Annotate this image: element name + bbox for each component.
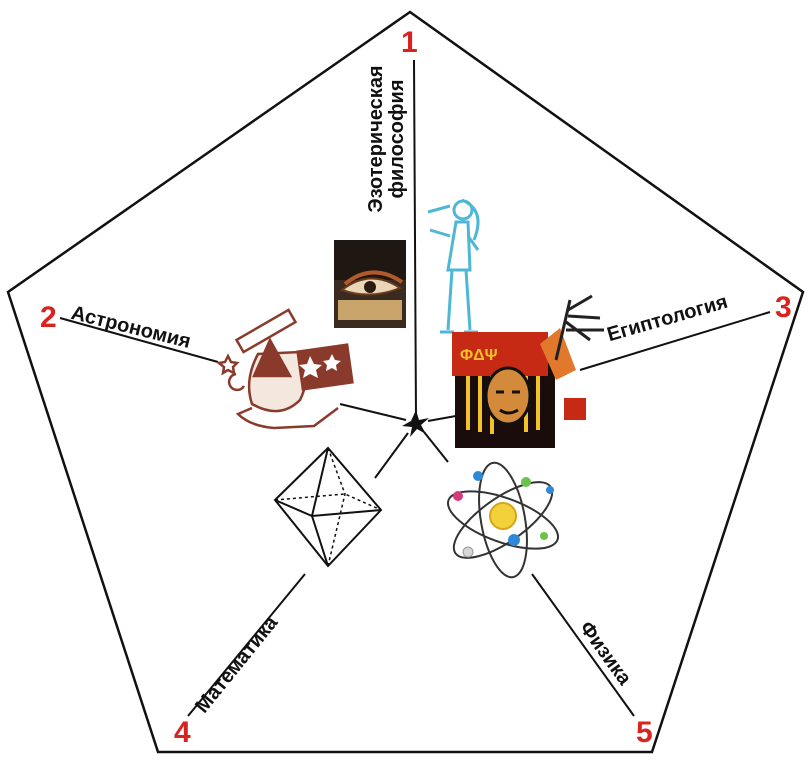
astronomer-wizard-telescope-image [216, 308, 354, 430]
vertex-label-1-line2: философия [386, 79, 408, 199]
vertex-number-4: 4 [174, 716, 191, 749]
vertex-number-5: 5 [636, 716, 653, 749]
line-to-vertex-1 [413, 59, 417, 419]
eye-of-horus-image [334, 240, 406, 328]
center-star [402, 410, 429, 437]
arrow-from-math [374, 432, 409, 479]
vertex-label-1: Эзотерическая философия [365, 49, 408, 229]
vertex-label-1-line1: Эзотерическая [365, 65, 387, 213]
arrow-from-physics [423, 431, 449, 463]
octahedron-wireframe-image [273, 446, 383, 568]
line-to-vertex-2 [59, 317, 219, 363]
line-to-vertex-4 [187, 573, 306, 717]
vertex-number-2: 2 [40, 301, 57, 334]
egyptian-pharaoh-collage-image: ΦΔΨ [452, 294, 604, 448]
line-to-vertex-3 [579, 311, 771, 371]
pentagon-outline [6, 10, 805, 754]
svg-text:ΦΔΨ: ΦΔΨ [460, 347, 498, 364]
vertex-number-1: 1 [401, 26, 418, 59]
egyptian-god-figure-image [427, 198, 480, 334]
atom-model-image [446, 461, 560, 579]
line-to-vertex-5 [531, 573, 635, 717]
vertex-number-3: 3 [775, 291, 792, 324]
arrow-from-astronomy [339, 403, 407, 421]
